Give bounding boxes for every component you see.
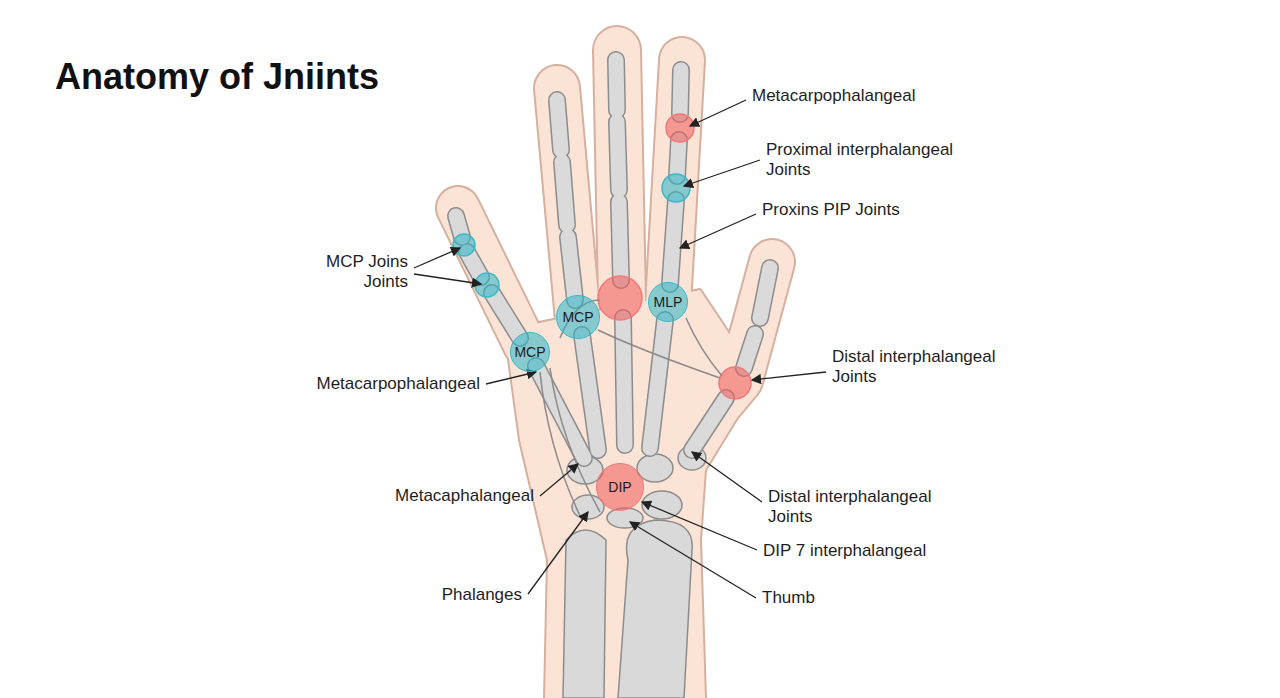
joint-label: MCP [562, 309, 593, 325]
callout-label: MCP Joins Joints [308, 252, 408, 292]
callout-label: Distal interphalangeal Joints [832, 347, 1022, 387]
callout-label: Proximal interphalangeal Joints [766, 140, 981, 180]
callout-label: Metacarpophalangeal [752, 86, 916, 106]
joint-label: MCP [514, 344, 545, 360]
joint-circle: MCP [556, 295, 600, 339]
joint-label: MLP [654, 294, 683, 310]
joint-circle: MLP [648, 282, 688, 322]
callout-label: Metacarpophalangeal [316, 374, 480, 394]
callout-label: Metacaphalangeal [395, 486, 534, 506]
callout-label: DIP 7 interphalangeal [763, 541, 926, 561]
joint-circle: MCP [510, 332, 550, 372]
joint-circle: DIP [596, 463, 644, 511]
callout-label: Thumb [762, 588, 815, 608]
diagram-title: Anatomy of Jniints [55, 56, 379, 98]
joint-label: DIP [608, 479, 631, 495]
callout-label: Distal interphalangeal Joints [768, 487, 958, 527]
callout-label: Proxins PIP Joints [762, 200, 900, 220]
callout-label: Phalanges [442, 585, 522, 605]
